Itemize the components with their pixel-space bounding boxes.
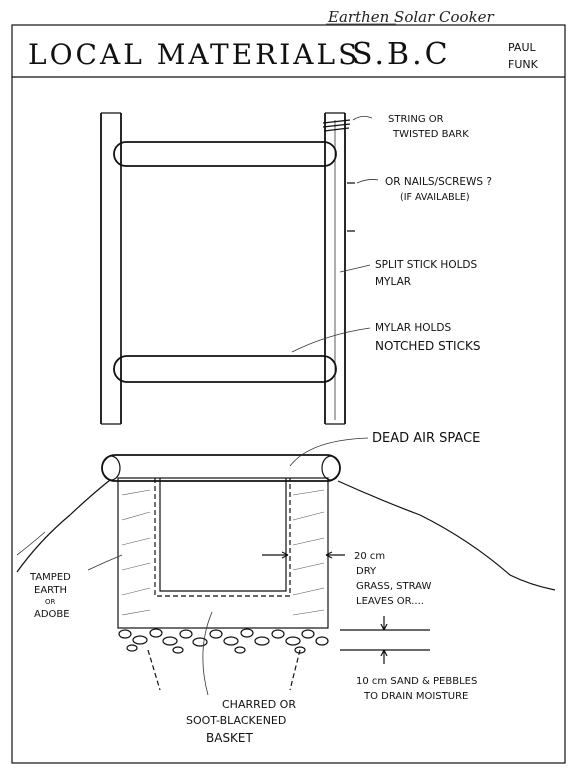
label-basket-1: CHARRED OR (222, 698, 296, 711)
label-dead-air: DEAD AIR SPACE (372, 431, 480, 446)
label-dry-2: DRY (356, 566, 377, 577)
label-split-1: SPLIT STICK HOLDS (375, 259, 478, 271)
label-basket-3: BASKET (206, 731, 254, 745)
label-mylar-1: MYLAR HOLDS (375, 322, 451, 334)
label-mylar-2: NOTCHED STICKS (375, 339, 480, 353)
label-tamped-2: EARTH (34, 585, 67, 596)
label-sand-2: TO DRAIN MOISTURE (363, 691, 468, 702)
page-title: LOCAL MATERIALS (28, 38, 360, 71)
label-nails-1: OR NAILS/SCREWS ? (385, 176, 492, 188)
page-border (11, 24, 566, 764)
section-leaders (87, 437, 369, 696)
label-nails-2: (IF AVAILABLE) (400, 192, 470, 203)
label-string-1: STRING OR (388, 114, 444, 125)
label-tamped-3: OR (45, 598, 56, 606)
page-title-abbrev: S.B.C (352, 37, 451, 72)
label-string-2: TWISTED BARK (392, 129, 469, 140)
frame-drawing (100, 112, 355, 425)
label-basket-2: SOOT-BLACKENED (186, 714, 286, 727)
label-sand-1: 10 cm SAND & PEBBLES (356, 676, 477, 687)
label-dry-4: LEAVES OR.... (356, 596, 424, 607)
label-split-2: MYLAR (375, 276, 411, 288)
label-dry-3: GRASS, STRAW (356, 581, 431, 592)
label-tamped-1: TAMPED (29, 572, 71, 583)
label-dry-1: 20 cm (354, 551, 385, 562)
label-tamped-4: ADOBE (34, 609, 70, 620)
frame-leaders (291, 116, 379, 353)
pebble-layer (118, 628, 329, 654)
header-subtitle: Earthen Solar Cooker (327, 8, 495, 26)
author-first-name: PAUL (508, 41, 537, 54)
section-drawing (16, 454, 556, 691)
author-last-name: FUNK (508, 58, 539, 71)
